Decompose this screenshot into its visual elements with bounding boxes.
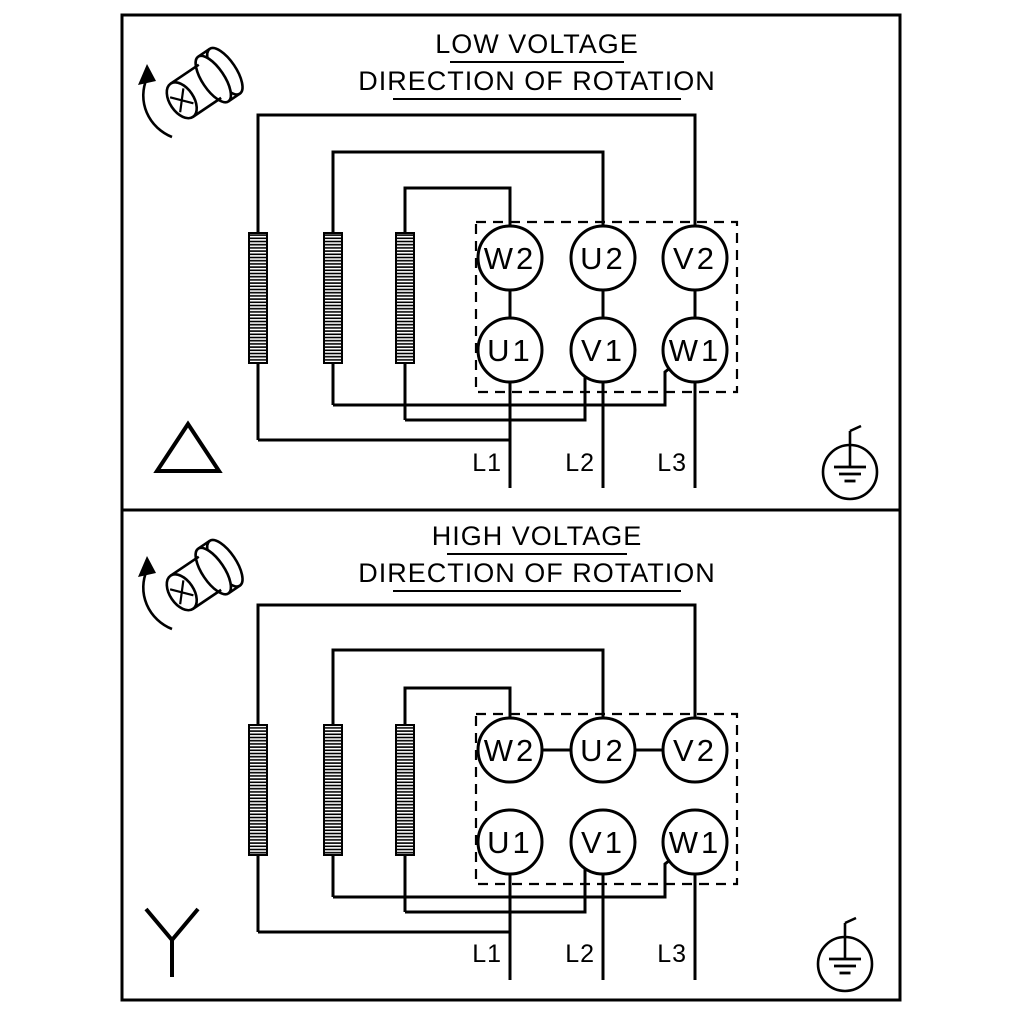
terminal-label: W1	[669, 333, 722, 368]
terminal-board-outline	[474, 220, 739, 394]
diagram-border	[120, 13, 902, 1002]
terminal-u2	[569, 716, 637, 784]
delta-terminal-links	[508, 290, 697, 318]
lead-label-l1: L1	[472, 940, 502, 968]
winding-coil	[248, 232, 268, 364]
wire	[333, 366, 671, 407]
stator-windings	[248, 724, 415, 856]
terminal-w2	[476, 716, 544, 784]
terminals: W2 U2 V2 U1 V1 W1	[476, 224, 729, 384]
terminal-label: U2	[580, 733, 626, 768]
terminal-label: U2	[580, 241, 626, 276]
terminal-v1	[569, 808, 637, 876]
panel-title: HIGH VOLTAGE	[432, 521, 643, 551]
terminal-v1	[569, 316, 637, 384]
terminals: W2 U2 V2 U1 V1 W1	[476, 716, 729, 876]
winding-coil	[395, 232, 415, 364]
wire	[333, 858, 671, 899]
terminal-w2	[476, 224, 544, 292]
panel-subtitle: DIRECTION OF ROTATION	[358, 66, 716, 96]
terminal-v2	[661, 716, 729, 784]
terminal-label: W1	[669, 825, 722, 860]
terminal-v2	[661, 224, 729, 292]
supply-lead-labels: L1 L2 L3	[472, 940, 687, 968]
terminal-u1	[476, 316, 544, 384]
terminal-board-outline	[474, 712, 739, 886]
lead-label-l2: L2	[565, 940, 595, 968]
lead-label-l2: L2	[565, 449, 595, 477]
terminal-label: V2	[673, 733, 717, 768]
terminal-u2	[569, 224, 637, 292]
terminal-label: U1	[487, 825, 533, 860]
panel-low-voltage: LOW VOLTAGE DIRECTION OF ROTATION	[136, 29, 879, 501]
winding-coil	[323, 232, 343, 364]
supply-lead-labels: L1 L2 L3	[472, 449, 687, 477]
winding-coil	[248, 724, 268, 856]
terminal-w1	[661, 808, 729, 876]
lead-label-l3: L3	[657, 940, 687, 968]
panel-high-voltage: HIGH VOLTAGE DIRECTION OF ROTATION	[136, 521, 874, 993]
terminal-label: V1	[581, 825, 625, 860]
terminal-label: W2	[484, 241, 537, 276]
terminal-label: V1	[581, 333, 625, 368]
wye-connection-icon	[144, 907, 200, 977]
panel-subtitle: DIRECTION OF ROTATION	[358, 558, 716, 588]
stator-windings	[248, 232, 415, 364]
panel-title: LOW VOLTAGE	[435, 29, 639, 59]
delta-connection-icon	[153, 420, 223, 473]
lead-label-l3: L3	[657, 449, 687, 477]
terminal-w1	[661, 316, 729, 384]
winding-coil	[323, 724, 343, 856]
terminal-u1	[476, 808, 544, 876]
winding-coil	[395, 724, 415, 856]
lead-label-l1: L1	[472, 449, 502, 477]
terminal-label: V2	[673, 241, 717, 276]
terminal-label: W2	[484, 733, 537, 768]
terminal-label: U1	[487, 333, 533, 368]
